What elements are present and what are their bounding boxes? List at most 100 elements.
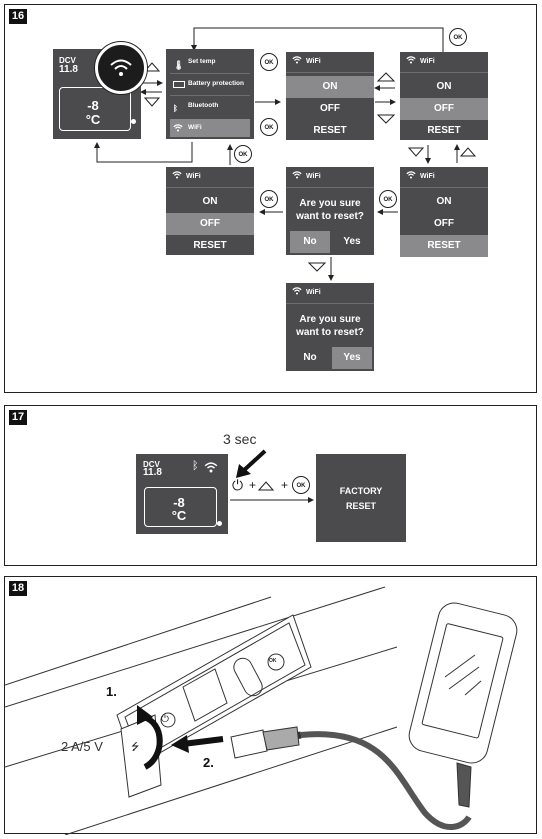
cooler-display: DCV 11.8 ᛒ -8 °C <box>136 454 228 534</box>
figure-18-panel: 18 <box>4 576 537 835</box>
plus-sign: + <box>281 478 289 492</box>
wifi-icon <box>110 59 132 76</box>
wifi-header: WiFi <box>420 58 435 65</box>
ok-button[interactable]: OK <box>260 118 278 136</box>
wifi-header: WiFi <box>306 289 321 296</box>
wifi-option-reset[interactable]: RESET <box>427 125 461 136</box>
dcv-value: 11.8 <box>59 64 78 75</box>
triangle-up-icon <box>376 72 396 82</box>
temp-unit: °C <box>171 508 187 523</box>
bluetooth-icon: ᛒ <box>192 460 199 472</box>
confirm-reset-screen-no: WiFi Are you sure want to reset? No Yes <box>286 167 374 255</box>
usb-icon: ⭍ <box>131 742 140 753</box>
wifi-icon <box>173 124 183 132</box>
confirm-question-2: want to reset? <box>296 211 364 222</box>
power-icon: ⏻ <box>161 714 169 725</box>
triangle-up-icon <box>459 147 477 157</box>
wifi-option-off[interactable]: OFF <box>400 98 488 120</box>
wifi-icon <box>292 56 302 64</box>
confirm-reset-screen-yes: WiFi Are you sure want to reset? No Yes <box>286 283 374 371</box>
power-icon: ⏻ <box>232 477 244 493</box>
temp-value: -8 <box>87 98 99 113</box>
confirm-question-1: Are you sure <box>299 198 361 209</box>
usb-spec-label: 2 A/5 V <box>61 739 103 754</box>
flow-arrows <box>94 27 477 281</box>
wifi-icon <box>406 56 416 64</box>
triangle-down-icon <box>376 114 396 124</box>
triangle-down-icon <box>307 262 327 272</box>
dcv-value: 11.8 <box>143 467 162 478</box>
menu-item-set-temp[interactable]: 🌡︎ Set temp <box>170 53 250 71</box>
factory-reset-screen: FACTORY RESET <box>316 454 406 542</box>
wifi-header: WiFi <box>306 58 321 65</box>
wifi-option-on[interactable]: ON <box>436 196 452 207</box>
step-1-label: 1. <box>106 684 117 699</box>
ok-button: OK <box>269 658 277 664</box>
dcv-label: DCV <box>143 460 160 469</box>
wifi-option-off[interactable]: OFF <box>320 103 340 114</box>
wifi-option-off[interactable]: OFF <box>166 213 254 235</box>
wifi-option-reset[interactable]: RESET <box>400 235 488 257</box>
figure-badge: 16 <box>9 9 27 24</box>
triangle-down-icon <box>143 97 161 107</box>
ok-button[interactable]: OK <box>260 53 278 71</box>
wifi-icon <box>204 462 218 473</box>
wifi-button[interactable] <box>95 42 147 94</box>
wifi-icon <box>292 287 302 295</box>
figure-badge: 17 <box>9 410 27 425</box>
menu-item-label: Battery protection <box>188 80 244 87</box>
wifi-icon <box>406 171 416 179</box>
figure-badge: 18 <box>9 581 27 596</box>
menu-item-bluetooth[interactable]: ᛒ Bluetooth <box>170 97 250 115</box>
result-line-1: FACTORY <box>339 486 383 496</box>
wifi-header: WiFi <box>186 173 201 180</box>
temp-value: -8 <box>173 495 185 510</box>
bluetooth-icon: ᛒ <box>173 104 178 113</box>
wifi-option-on[interactable]: ON <box>286 76 374 98</box>
hold-arrow <box>230 449 314 503</box>
battery-icon <box>173 81 185 88</box>
status-dot <box>131 119 136 124</box>
ok-button[interactable]: OK <box>379 190 397 208</box>
confirm-question-1: Are you sure <box>299 314 361 325</box>
yes-option[interactable]: Yes <box>343 236 361 247</box>
menu-item-label: WiFi <box>188 124 202 131</box>
wifi-option-reset[interactable]: RESET <box>193 240 227 251</box>
menu-item-battery-protection[interactable]: Battery protection <box>170 75 250 93</box>
wifi-icon <box>172 171 182 179</box>
ok-button[interactable]: OK <box>260 190 278 208</box>
no-option[interactable]: No <box>290 231 330 253</box>
figure-17-panel: 17 DCV 11.8 ᛒ -8 °C 3 sec ⏻ + + OK FACTO… <box>4 405 537 566</box>
wifi-icon <box>292 171 302 179</box>
confirm-question-2: want to reset? <box>296 327 364 338</box>
wifi-option-on[interactable]: ON <box>202 196 218 207</box>
usb-connection-illustration <box>5 586 518 835</box>
dcv-label: DCV <box>59 56 76 65</box>
triangle-up-icon <box>257 481 275 491</box>
wifi-option-off[interactable]: OFF <box>434 218 454 229</box>
menu-item-wifi[interactable]: WiFi <box>170 119 250 137</box>
wifi-option-reset[interactable]: RESET <box>313 125 347 136</box>
menu-item-label: Set temp <box>188 58 216 65</box>
triangle-up-icon <box>143 62 161 72</box>
ok-button[interactable]: OK <box>292 476 310 494</box>
ok-button[interactable]: OK <box>449 28 467 46</box>
no-option[interactable]: No <box>303 352 317 363</box>
figure-16-panel: 16 <box>4 4 537 393</box>
ok-button[interactable]: OK <box>234 145 252 163</box>
settings-menu: 🌡︎ Set temp Battery protection ᛒ Bluetoo… <box>166 49 254 139</box>
wifi-header: WiFi <box>306 173 321 180</box>
triangle-down-icon <box>407 147 425 157</box>
step-2-label: 2. <box>203 755 214 770</box>
hold-time-label: 3 sec <box>223 431 257 447</box>
status-dot <box>217 521 222 526</box>
yes-option[interactable]: Yes <box>332 347 372 369</box>
plus-sign: + <box>249 478 257 492</box>
wifi-option-on[interactable]: ON <box>436 81 452 92</box>
menu-item-label: Bluetooth <box>188 102 219 109</box>
temp-frame <box>59 87 131 131</box>
